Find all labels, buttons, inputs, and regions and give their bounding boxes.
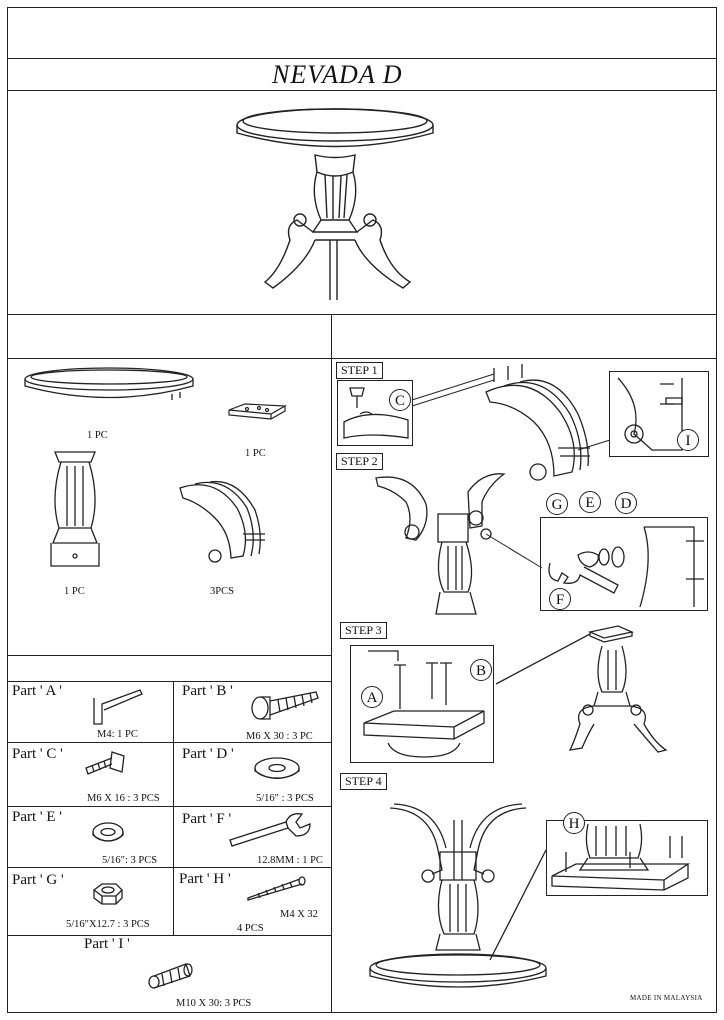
legs-icon xyxy=(175,478,270,570)
part-a-spec: M4: 1 PC xyxy=(97,729,138,740)
callout-d: D xyxy=(615,492,637,514)
part-g-label: Part ' G ' xyxy=(12,872,64,888)
part-e-label: Part ' E ' xyxy=(12,809,62,825)
step-3-bracket-detail xyxy=(354,647,492,761)
flat-washer-icon xyxy=(252,756,302,782)
step-1-leg-assembly xyxy=(480,362,600,492)
pedestal-qty: 1 PC xyxy=(64,586,85,597)
part-d-spec: 5/16" : 3 PCS xyxy=(256,793,314,804)
part-e-spec: 5/16": 3 PCS xyxy=(102,855,158,866)
part-b-spec: M6 X 30 : 3 PC xyxy=(246,731,313,742)
legs-qty: 3PCS xyxy=(210,586,234,597)
step-4-screw-detail xyxy=(548,822,706,894)
page-title: NEVADA D xyxy=(272,60,403,89)
step-4-detail-box xyxy=(546,820,708,896)
step-1-dowel-detail-box xyxy=(609,371,709,457)
step-2-assembly xyxy=(372,462,532,618)
parts-table xyxy=(7,655,331,1013)
table-top-icon xyxy=(22,364,197,409)
part-a-label: Part ' A ' xyxy=(12,683,62,699)
part-h-spec1: M4 X 32 xyxy=(280,909,318,920)
step-1-label: STEP 1 xyxy=(336,362,383,379)
hex-nut-icon xyxy=(88,880,126,910)
part-f-label: Part ' F ' xyxy=(182,811,232,827)
spring-washer-icon xyxy=(90,820,126,846)
table-top-qty: 1 PC xyxy=(87,430,108,441)
callout-a: A xyxy=(361,686,383,708)
page-frame xyxy=(7,7,717,1013)
step-4-label: STEP 4 xyxy=(340,773,387,790)
parts-row-3 xyxy=(7,806,331,868)
callout-f: F xyxy=(549,588,571,610)
callout-i: I xyxy=(677,429,699,451)
step-3-detail-box xyxy=(350,645,494,763)
step-3-label: STEP 3 xyxy=(340,622,387,639)
pedestal-icon xyxy=(45,448,105,570)
step-1-bolt-detail xyxy=(340,382,412,444)
title-bar xyxy=(7,58,717,91)
made-in-label: MADE IN MALAYSIA xyxy=(630,994,703,1002)
allen-key-icon xyxy=(90,688,145,730)
part-h-spec2: 4 PCS xyxy=(237,923,264,934)
callout-h: H xyxy=(563,812,585,834)
part-g-spec: 5/16"X12.7 : 3 PCS xyxy=(66,919,150,930)
callout-b: B xyxy=(470,659,492,681)
column-divider xyxy=(331,314,332,1013)
wrench-icon xyxy=(226,810,316,852)
part-i-spec: M10 X 30: 3 PCS xyxy=(176,998,252,1009)
step-2-label: STEP 2 xyxy=(336,453,383,470)
part-c-label: Part ' C ' xyxy=(12,746,63,762)
table-illustration xyxy=(225,100,445,310)
callout-c: C xyxy=(389,389,411,411)
short-bolt-icon xyxy=(82,748,128,780)
wood-screw-icon xyxy=(244,876,306,904)
part-c-spec: M6 X 16 : 3 PCS xyxy=(87,793,160,804)
step-2-hardware-detail xyxy=(544,519,706,609)
parts-row-5 xyxy=(7,935,331,936)
step-1-dowel-detail xyxy=(612,374,708,454)
part-d-label: Part ' D ' xyxy=(182,746,234,762)
bracket-qty: 1 PC xyxy=(245,448,266,459)
part-f-spec: 12.8MM : 1 PC xyxy=(257,855,323,866)
step-2-leader-line xyxy=(484,532,544,572)
dowel-icon xyxy=(146,960,194,990)
step-1-leader-lines xyxy=(410,370,610,470)
hex-bolt-icon xyxy=(250,688,320,724)
part-h-label: Part ' H ' xyxy=(179,871,231,887)
step-1-detail-box xyxy=(337,380,413,446)
parts-row-1 xyxy=(7,681,331,743)
callout-g: G xyxy=(546,493,568,515)
part-i-label: Part ' I ' xyxy=(84,936,130,952)
step-2-detail-box xyxy=(540,517,708,611)
step-3-table-base xyxy=(494,624,674,764)
step-4-assembly xyxy=(360,800,560,990)
callout-e: E xyxy=(579,491,601,513)
parts-col-divider xyxy=(173,681,174,935)
part-b-label: Part ' B ' xyxy=(182,683,233,699)
header-divider xyxy=(7,314,717,359)
mounting-bracket-icon xyxy=(227,402,287,422)
